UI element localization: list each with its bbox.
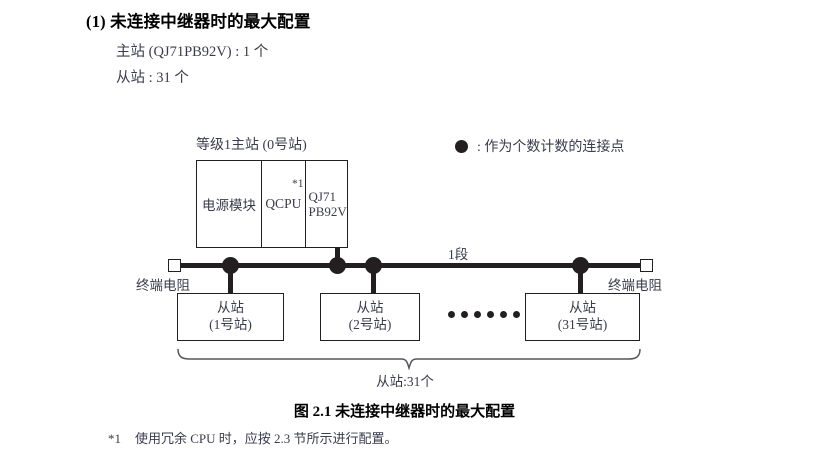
ellipsis-dot [513,311,520,318]
ellipsis-dot [474,311,481,318]
footnote-text: 使用冗余 CPU 时，应按 2.3 节所示进行配置。 [135,431,398,446]
master-station-rack: 电源模块 QCPU *1 QJ71 PB92V [196,160,348,248]
network-module-label: QJ71 PB92V [309,189,347,220]
footnote-marker: *1 [108,431,121,446]
rack-cell-network-module: QJ71 PB92V [306,161,347,247]
ellipsis-dot [500,311,507,318]
slave-1-drop-line [228,265,233,295]
segment-label: 1段 [448,247,469,262]
terminal-resistor-right-label: 终端电阻 [608,278,662,293]
slave-group-brace [176,348,642,371]
ellipsis-dots [448,311,520,318]
figure-caption: 图 2.1 未连接中继器时的最大配置 [0,400,821,421]
cpu-module-label: QCPU [265,196,302,211]
slave-group-caption-text: 从站:31个 [376,374,434,389]
slave-2-title: 从站 [356,300,384,316]
section-heading: (1) 未连接中继器时的最大配置 [86,12,311,31]
ellipsis-dot [448,311,455,318]
slave-31-drop-line [578,265,583,295]
connection-point-icon [455,139,468,153]
slave-2-drop-line [371,265,376,295]
network-module-line1: QJ71 [308,188,336,204]
slave-31-station: (31号站) [557,317,608,332]
slave-station-box-2: 从站 (2号站) [320,293,420,341]
slave-1-title: 从站 [217,300,244,316]
terminal-resistor-left-label: 终端电阻 [136,278,190,293]
spec-line-master: 主站 (QJ71PB92V) : 1 个 [116,44,269,60]
brace-icon [177,348,641,371]
slave-group-caption: 从站:31个 [0,370,821,390]
power-module-label: 电源模块 [202,198,257,213]
ellipsis-dot [487,311,494,318]
rack-cell-power-module: 电源模块 [197,161,263,247]
spec-line-slave: 从站 : 31 个 [116,70,189,86]
cpu-footnote-marker: *1 [292,178,304,190]
ellipsis-dot [461,311,468,318]
slave-station-box-1: 从站 (1号站) [177,293,284,341]
master-station-label: 等级1主站 (0号站) [196,138,307,153]
legend: : 作为个数计数的连接点 [455,136,624,156]
network-module-line2: PB92V [308,204,347,219]
connection-node-master [329,257,346,274]
slave-station-box-31: 从站 (31号站) [525,293,640,341]
bus-line [176,263,642,268]
legend-label: : 作为个数计数的连接点 [477,140,625,155]
figure-caption-text: 图 2.1 未连接中继器时的最大配置 [293,404,516,420]
terminal-resistor-left [168,259,181,272]
terminal-resistor-right [640,259,653,272]
footnote: *1 使用冗余 CPU 时，应按 2.3 节所示进行配置。 [108,428,398,447]
slave-1-station: (1号站) [209,317,252,332]
slave-2-station: (2号站) [348,317,392,332]
rack-cell-cpu-module: QCPU *1 [262,161,306,247]
slave-31-title: 从站 [569,300,596,316]
